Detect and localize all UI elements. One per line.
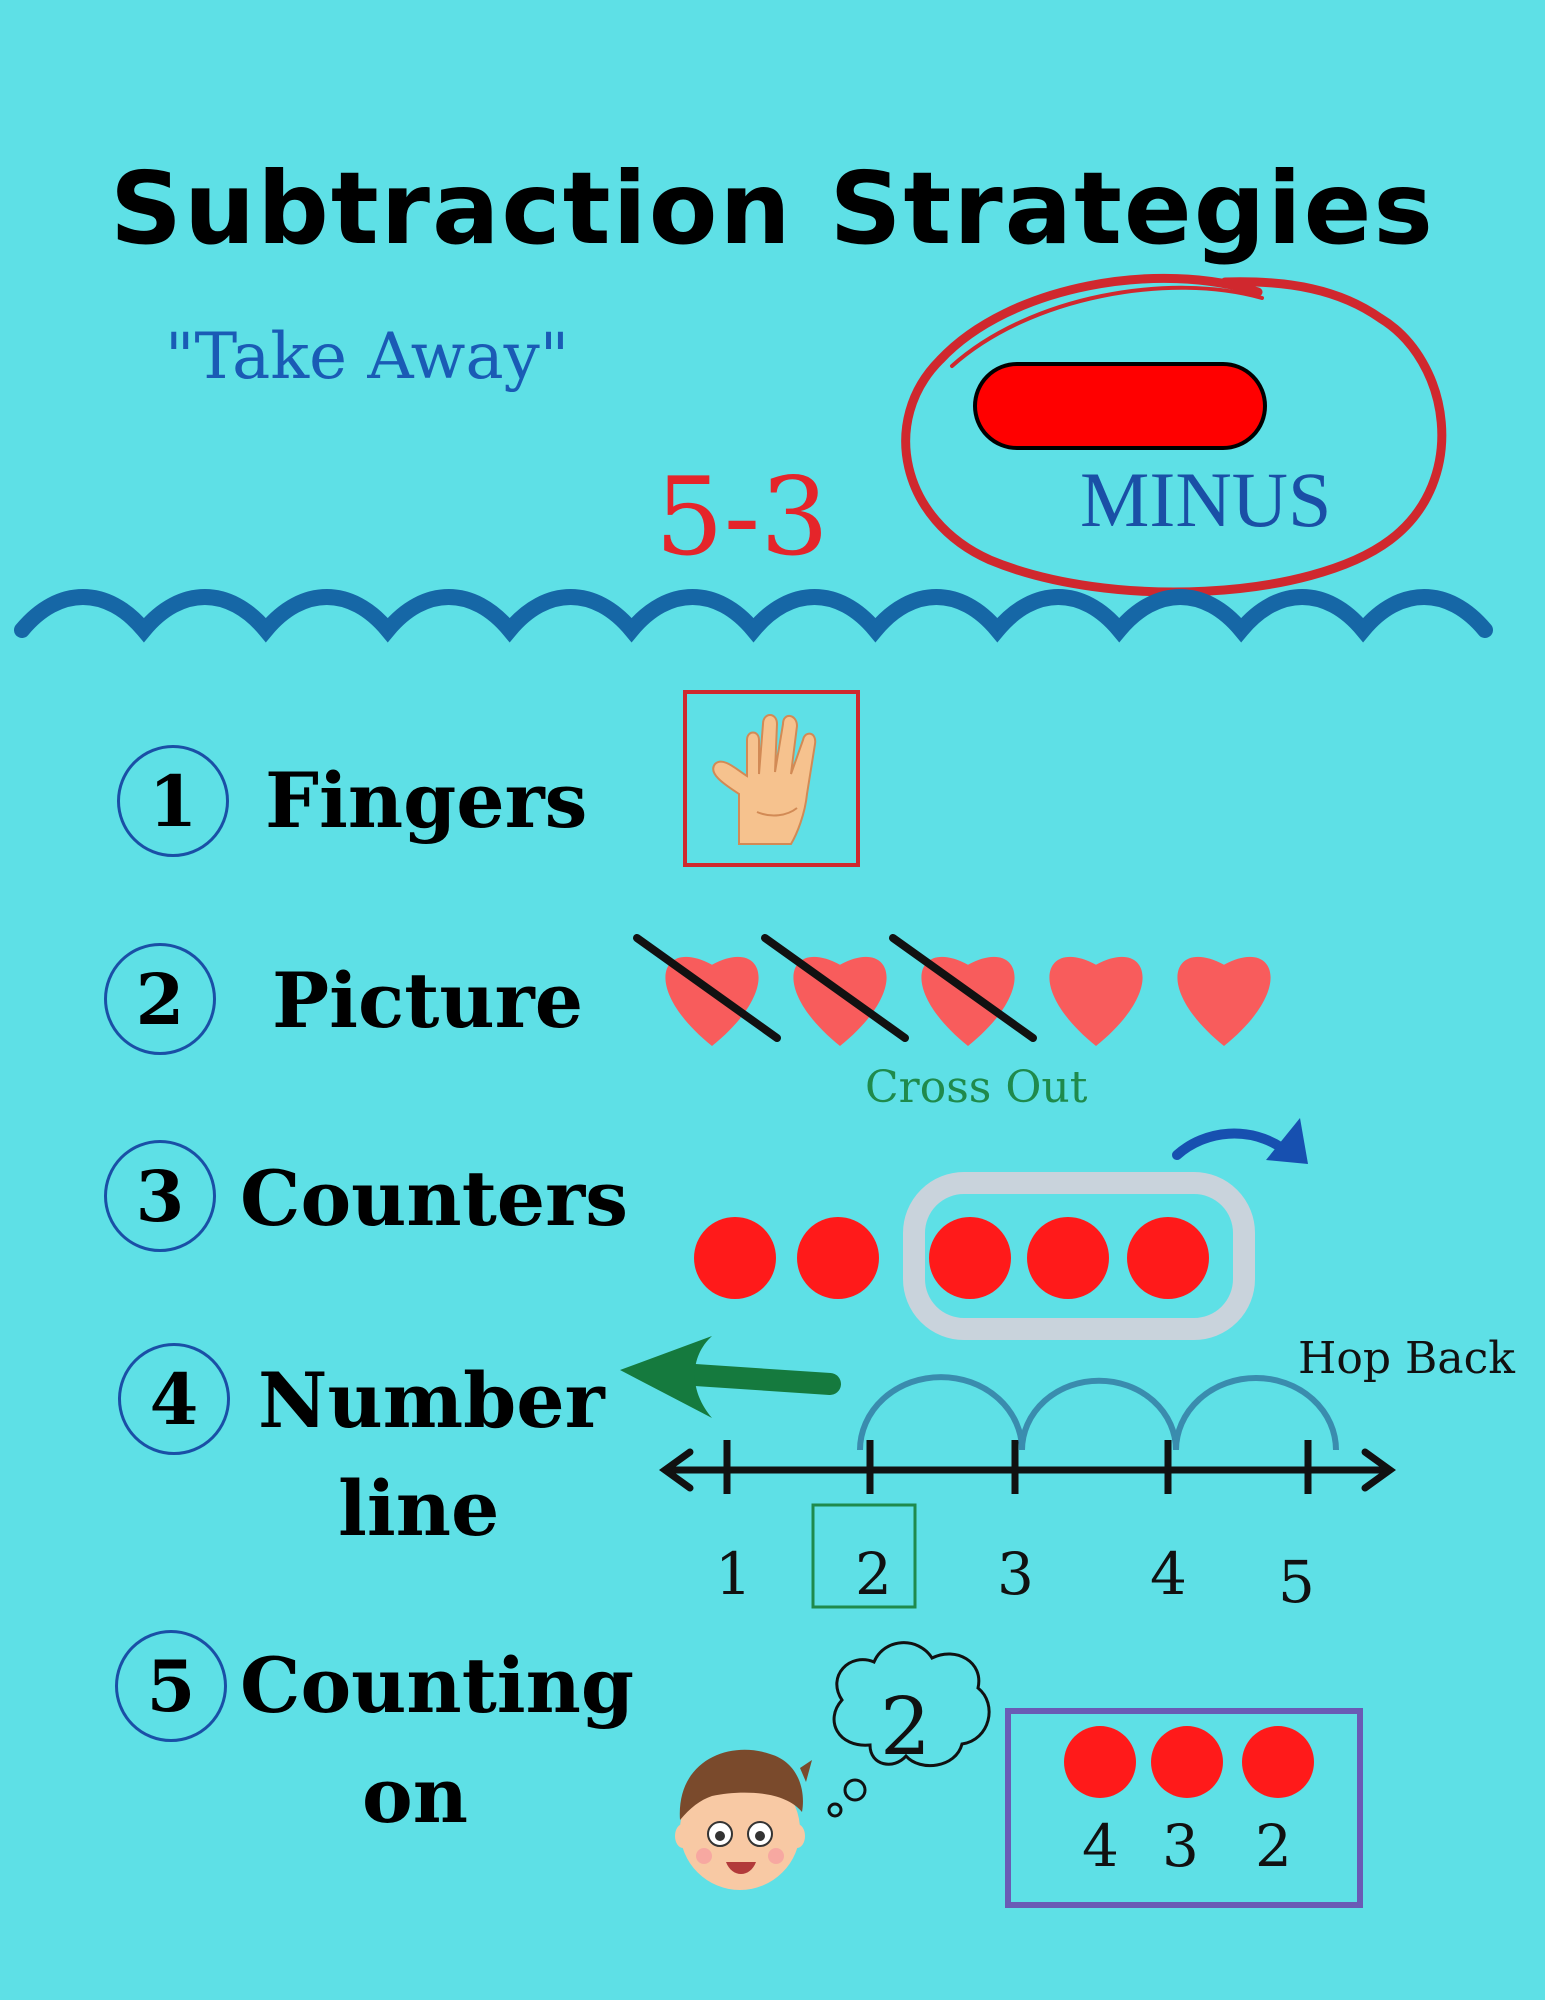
hop-back-caption: Hop Back — [1298, 1333, 1515, 1384]
step-4-label-line1: Number — [258, 1356, 605, 1445]
counter — [797, 1217, 879, 1299]
counter — [1027, 1217, 1109, 1299]
counting-on-counter — [1064, 1726, 1136, 1798]
cross-out-line — [633, 934, 781, 1042]
counting-on-box — [1005, 1708, 1363, 1908]
cross-out-line — [889, 934, 1037, 1042]
cross-out-line — [761, 934, 909, 1042]
equation: 5-3 — [655, 455, 829, 580]
number-line-label: 1 — [715, 1540, 752, 1608]
number-line-label: 5 — [1278, 1548, 1315, 1616]
step-3-circle: 3 — [104, 1140, 216, 1252]
counter — [929, 1217, 1011, 1299]
number-line-label: 2 — [855, 1540, 892, 1608]
step-5-label-line2: on — [362, 1751, 468, 1840]
hop-arc — [1019, 1377, 1179, 1451]
red-circle-outline — [901, 273, 1447, 597]
counting-on-counter — [1151, 1726, 1223, 1798]
step-5-label-line1: Counting — [240, 1641, 635, 1730]
counting-on-number: 3 — [1162, 1812, 1199, 1880]
step-4-circle: 4 — [118, 1343, 230, 1455]
take-away-box — [903, 1172, 1255, 1340]
answer-box — [811, 1503, 917, 1609]
counting-on-counter — [1242, 1726, 1314, 1798]
step-1-label: Fingers — [265, 756, 588, 845]
step-3-label: Counters — [240, 1154, 628, 1243]
counting-on-number: 2 — [1255, 1812, 1292, 1880]
minus-bar — [973, 362, 1267, 450]
step-2-circle: 2 — [104, 943, 216, 1055]
hop-arc — [857, 1374, 1025, 1451]
counter — [694, 1217, 776, 1299]
number-line-label: 3 — [997, 1540, 1034, 1608]
step-1-circle: 1 — [117, 745, 229, 857]
counting-on-number: 4 — [1082, 1812, 1119, 1880]
hop-arc — [1173, 1375, 1339, 1451]
page-title: Subtraction Strategies — [110, 150, 1435, 267]
heart — [1177, 956, 1271, 1046]
minus-label: MINUS — [1080, 456, 1332, 543]
fingers-frame — [683, 690, 860, 867]
heart — [1049, 956, 1143, 1046]
thought-number: 2 — [880, 1680, 931, 1773]
step-4-label-line2: line — [338, 1464, 500, 1553]
hand-icon — [712, 714, 817, 845]
step-5-circle: 5 — [115, 1630, 227, 1742]
counter — [1127, 1217, 1209, 1299]
cross-out-caption: Cross Out — [865, 1062, 1088, 1113]
number-line-label: 4 — [1150, 1540, 1187, 1608]
subtitle: "Take Away" — [165, 320, 570, 394]
curved-arrow-icon — [1172, 1128, 1290, 1160]
step-2-label: Picture — [272, 956, 584, 1045]
